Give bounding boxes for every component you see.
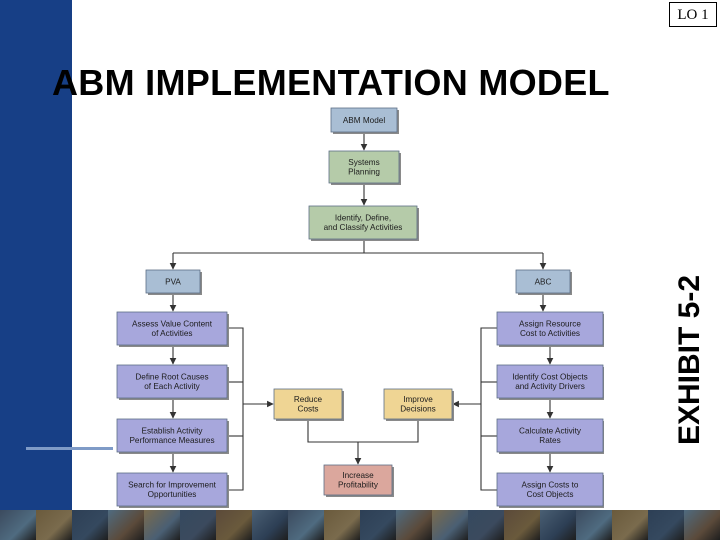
photo-tile — [540, 510, 576, 540]
node-label: Opportunities — [148, 490, 197, 499]
photo-tile — [216, 510, 252, 540]
node-box — [496, 364, 604, 399]
node-label: Performance Measures — [129, 436, 214, 445]
photo-tile — [504, 510, 540, 540]
node-label: Identify, Define, — [335, 214, 391, 223]
photo-strip — [0, 510, 720, 540]
node-box — [383, 388, 453, 420]
node-box — [116, 472, 228, 507]
node-box — [515, 269, 571, 294]
node-label: Decisions — [400, 405, 436, 414]
node-label: Cost to Activities — [520, 329, 580, 338]
photo-tile — [684, 510, 720, 540]
node-box — [496, 472, 604, 507]
lo-badge: LO 1 — [669, 2, 717, 27]
node-label: and Activity Drivers — [515, 382, 585, 391]
node-abc: ABC — [515, 269, 572, 295]
accent-rule — [26, 447, 122, 450]
node-box — [273, 388, 343, 420]
node-label: Profitability — [338, 481, 379, 490]
node-box — [323, 464, 393, 496]
photo-tile — [144, 510, 180, 540]
connectors — [169, 132, 554, 491]
node-label: ABC — [535, 277, 552, 286]
node-box — [308, 205, 418, 240]
photo-tile — [576, 510, 612, 540]
flow-line — [307, 419, 419, 443]
node-label: Planning — [348, 168, 380, 177]
node-label: Rates — [539, 436, 560, 445]
node-label: Reduce — [294, 395, 323, 404]
node-box — [116, 311, 228, 346]
node-label: Search for Improvement — [128, 481, 217, 490]
node-label: Costs — [298, 405, 319, 414]
node-box — [145, 269, 201, 294]
node-label: Identify Cost Objects — [512, 373, 588, 382]
photo-tile — [360, 510, 396, 540]
photo-tile — [180, 510, 216, 540]
photo-tile — [72, 510, 108, 540]
node-label: Assign Costs to — [522, 481, 579, 490]
node-label: Calculate Activity — [519, 427, 582, 436]
photo-tile — [396, 510, 432, 540]
node-label: and Classify Activities — [324, 223, 403, 232]
node-abm-model: ABM Model — [330, 107, 399, 134]
photo-tile — [108, 510, 144, 540]
node-box — [496, 418, 604, 453]
photo-tile — [0, 510, 36, 540]
node-label: Establish Activity — [142, 427, 204, 436]
node-box — [116, 418, 228, 453]
flow-line — [480, 327, 497, 491]
node-pva: PVA — [145, 269, 202, 295]
node-label: Systems — [348, 158, 379, 167]
photo-tile — [612, 510, 648, 540]
photo-tile — [648, 510, 684, 540]
node-box — [328, 150, 400, 184]
node-label: of Activities — [152, 329, 193, 338]
photo-tile — [36, 510, 72, 540]
photo-tile — [432, 510, 468, 540]
exhibit-label-container: EXHIBIT 5-2 — [660, 240, 720, 480]
node-label: Cost Objects — [527, 490, 574, 499]
node-label: Improve — [403, 395, 433, 404]
left-accent-bar — [0, 0, 72, 510]
node-label: Assign Resource — [519, 320, 581, 329]
exhibit-label: EXHIBIT 5-2 — [673, 274, 706, 446]
node-box — [116, 364, 228, 399]
node-label: of Each Activity — [144, 382, 200, 391]
node-box — [496, 311, 604, 346]
photo-tile — [252, 510, 288, 540]
slide-title: ABM IMPLEMENTATION MODEL — [52, 62, 610, 103]
photo-tile — [468, 510, 504, 540]
node-label: Increase — [342, 471, 374, 480]
photo-tile — [288, 510, 324, 540]
flow-line — [227, 327, 244, 491]
photo-tile — [324, 510, 360, 540]
node-label: Assess Value Content — [132, 320, 213, 329]
node-box — [330, 107, 398, 133]
node-label: ABM Model — [343, 116, 385, 125]
node-identify-define-classify: Identify, Define,and Classify Activities — [308, 205, 419, 241]
node-label: PVA — [165, 277, 181, 286]
node-label: Define Root Causes — [135, 373, 208, 382]
